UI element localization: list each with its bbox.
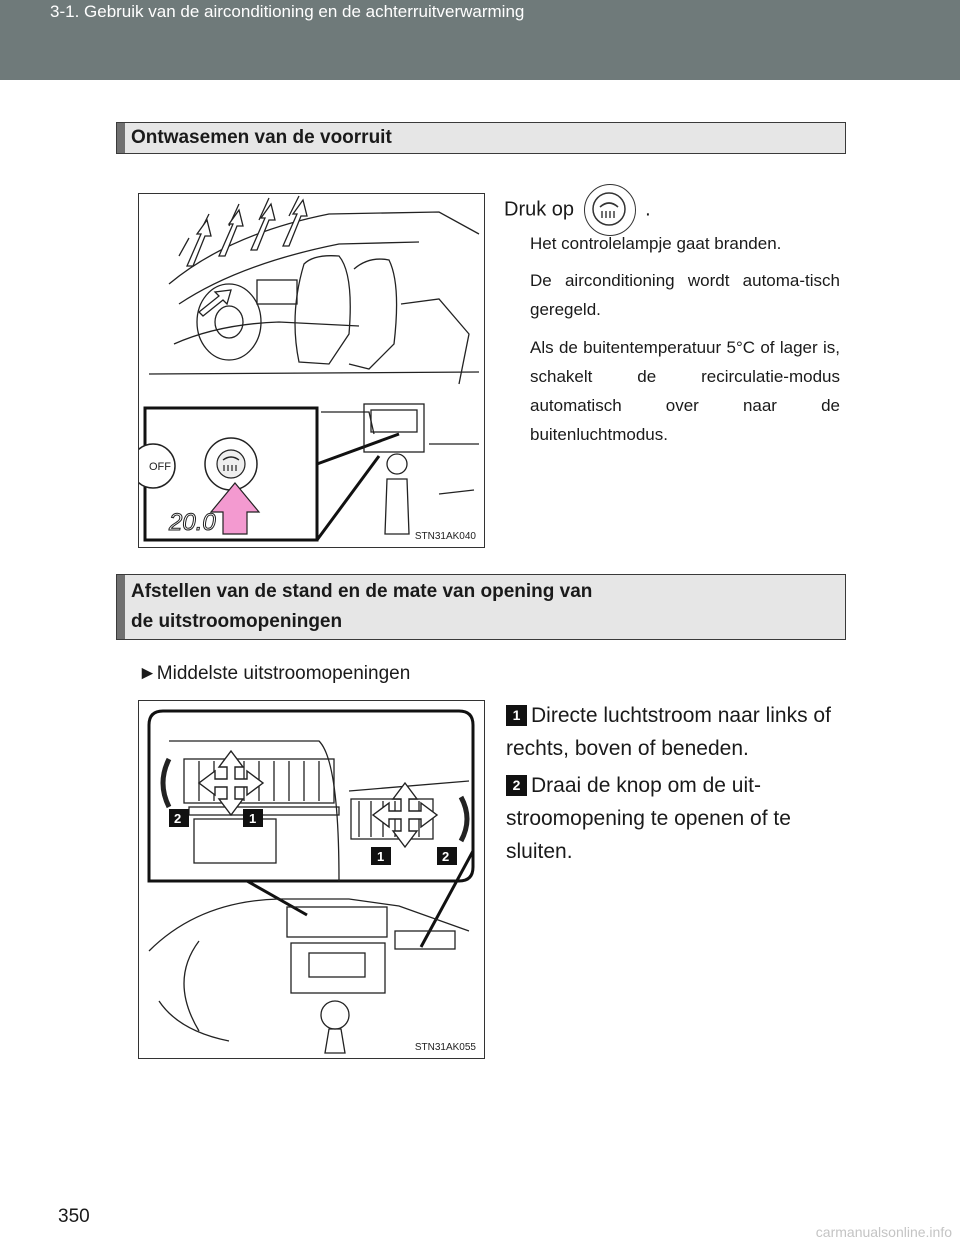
note-recirculation: Als de buitentemperatuur 5°C of lager is… [530,338,840,444]
vent-illustration: 2 1 1 2 STN31AK055 [138,700,485,1059]
section-heading-vents: Afstellen van de stand en de mate van op… [116,574,846,640]
press-suffix: . [645,198,651,221]
vent-drawing: 2 1 1 2 [147,709,475,1054]
section-title: Ontwasemen van de voorruit [131,127,392,148]
header-bar: 3-1. Gebruik van de airconditioning en d… [0,0,960,80]
callout-2-left: 2 [174,811,181,826]
press-prefix: Druk op [504,198,575,221]
callout-2-right: 2 [442,849,449,864]
section-title-line2: de uitstroomopeningen [131,611,343,632]
step-number-badge: 2 [506,775,527,796]
section-heading-defog: Ontwasemen van de voorruit [116,122,846,154]
note-indicator: Het controlelampje gaat branden. [530,234,782,253]
bullet-central-vents: ►Middelste uitstroomopeningen [138,663,411,684]
breadcrumb: 3-1. Gebruik van de airconditioning en d… [50,2,525,21]
defog-illustration: OFF 20.0 STN31AK040 [138,193,485,548]
callout-1-left: 1 [249,811,256,826]
off-label: OFF [149,461,171,473]
press-instruction: Druk op . [504,184,651,236]
temperature-label: 20.0 [168,509,216,536]
car-interior-drawing: OFF 20.0 [139,195,480,542]
defrost-button-icon [583,184,636,236]
step-text: Draai de knop om de uit-stroomopening te… [506,774,791,863]
watermark: carmanualsonline.info [815,1224,952,1240]
page-number: 350 [58,1206,90,1227]
figure-code: STN31AK040 [414,531,476,542]
figure-code: STN31AK055 [414,1042,476,1053]
step-text: Directe luchtstroom naar links of rechts… [506,704,831,760]
step-number-badge: 1 [506,705,527,726]
note-automatic: De airconditioning wordt automa-tisch ge… [530,271,840,319]
callout-1-right: 1 [377,849,384,864]
section-title-line1: Afstellen van de stand en de mate van op… [131,581,593,602]
